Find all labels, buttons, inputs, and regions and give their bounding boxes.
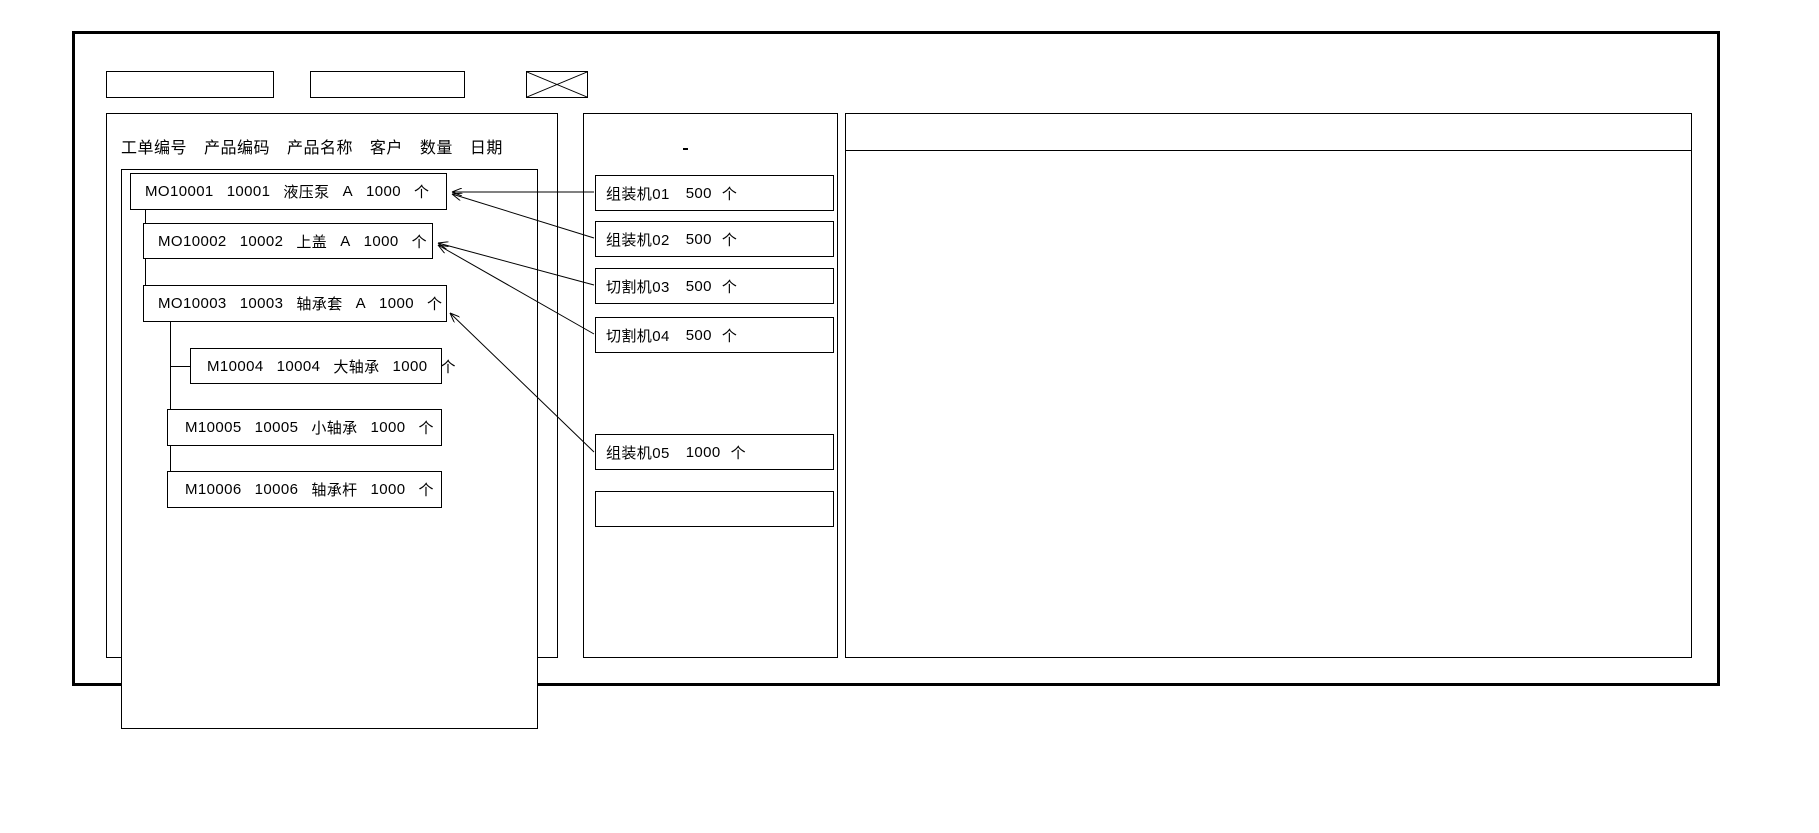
cell-product-name: 大轴承 (333, 358, 380, 376)
cell-order-no: MO10002 (158, 232, 227, 250)
machine-quantity: 500 (685, 230, 712, 248)
machine-name: 切割机03 (606, 278, 670, 296)
cell-product-code: 10002 (239, 232, 284, 250)
cell-unit: 个 (427, 296, 443, 313)
tree-connector-branch-3 (170, 366, 190, 367)
cell-order-no: M10004 (207, 357, 264, 375)
machine-name: 组装机01 (606, 185, 670, 203)
cell-order-no: M10006 (185, 481, 242, 498)
detail-panel (845, 113, 1692, 658)
toolbar-input-2[interactable] (310, 71, 465, 98)
machine-unit: 个 (730, 444, 747, 462)
cell-customer: A (355, 295, 367, 312)
table-row[interactable]: MO10002 10002 上盖 A 1000 个 (143, 223, 433, 259)
tree-connector-trunk-2 (170, 318, 171, 491)
column-header-quantity: 数量 (419, 140, 453, 157)
image-placeholder-icon[interactable] (526, 71, 588, 98)
machine-unit: 个 (721, 327, 738, 345)
list-item[interactable]: 组装机05 1000 个 (595, 434, 834, 470)
table-row[interactable]: M10004 10004 大轴承 1000 个 (190, 348, 456, 384)
cell-product-name: 小轴承 (311, 420, 358, 437)
cell-order-no: MO10003 (158, 295, 227, 312)
list-item[interactable]: 组装机01 500 个 (595, 175, 834, 211)
cell-product-code: 10004 (276, 357, 321, 375)
cell-customer: A (342, 183, 354, 200)
cell-product-name: 上盖 (296, 233, 328, 251)
cell-quantity: 1000 (370, 481, 406, 498)
machine-unit: 个 (721, 278, 738, 296)
cell-product-code: 10005 (254, 419, 299, 436)
cell-product-name: 轴承套 (296, 296, 343, 313)
list-item-empty[interactable] (595, 491, 834, 527)
column-header-row: 工单编号 产品编码 产品名称 客户 数量 日期 (121, 134, 515, 158)
column-header-customer: 客户 (369, 140, 403, 157)
column-header-date: 日期 (469, 140, 503, 157)
list-item[interactable]: 组装机02 500 个 (595, 221, 834, 257)
cell-product-code: 10003 (239, 295, 284, 312)
cell-unit: 个 (414, 184, 430, 201)
table-row[interactable]: MO10003 10003 轴承套 A 1000 个 (143, 285, 447, 322)
cell-quantity: 1000 (363, 232, 399, 250)
machine-quantity: 500 (685, 184, 712, 202)
machine-name: 组装机02 (606, 231, 670, 249)
cell-quantity: 1000 (366, 183, 401, 200)
panel-marker-dash (683, 148, 688, 150)
cell-product-code: 10001 (226, 183, 271, 200)
cell-product-name: 轴承杆 (311, 482, 358, 499)
cell-unit: 个 (418, 482, 434, 499)
cell-unit: 个 (411, 233, 428, 251)
column-header-product-name: 产品名称 (286, 140, 353, 157)
column-header-order-no: 工单编号 (121, 140, 188, 157)
machine-name: 组装机05 (606, 444, 670, 462)
cell-order-no: M10005 (185, 419, 242, 436)
cell-quantity: 1000 (379, 295, 414, 312)
machine-quantity: 500 (685, 326, 712, 344)
detail-panel-header-divider (846, 150, 1691, 151)
cell-customer: A (340, 232, 351, 250)
cell-quantity: 1000 (370, 419, 406, 436)
machine-quantity: 500 (685, 277, 712, 295)
table-row[interactable]: M10006 10006 轴承杆 1000 个 (167, 471, 442, 508)
column-header-product-code: 产品编码 (203, 140, 270, 157)
machine-quantity: 1000 (685, 443, 721, 461)
table-row[interactable]: MO10001 10001 液压泵 A 1000 个 (130, 173, 447, 210)
cell-unit: 个 (440, 358, 456, 376)
cell-product-name: 液压泵 (283, 184, 330, 201)
cell-quantity: 1000 (392, 357, 428, 375)
machine-name: 切割机04 (606, 327, 670, 345)
toolbar-input-1[interactable] (106, 71, 274, 98)
machine-unit: 个 (721, 231, 738, 249)
cell-product-code: 10006 (254, 481, 299, 498)
table-row[interactable]: M10005 10005 小轴承 1000 个 (167, 409, 442, 446)
list-item[interactable]: 切割机03 500 个 (595, 268, 834, 304)
cell-order-no: MO10001 (145, 183, 214, 200)
machine-unit: 个 (721, 185, 738, 203)
cell-unit: 个 (418, 420, 434, 437)
list-item[interactable]: 切割机04 500 个 (595, 317, 834, 353)
